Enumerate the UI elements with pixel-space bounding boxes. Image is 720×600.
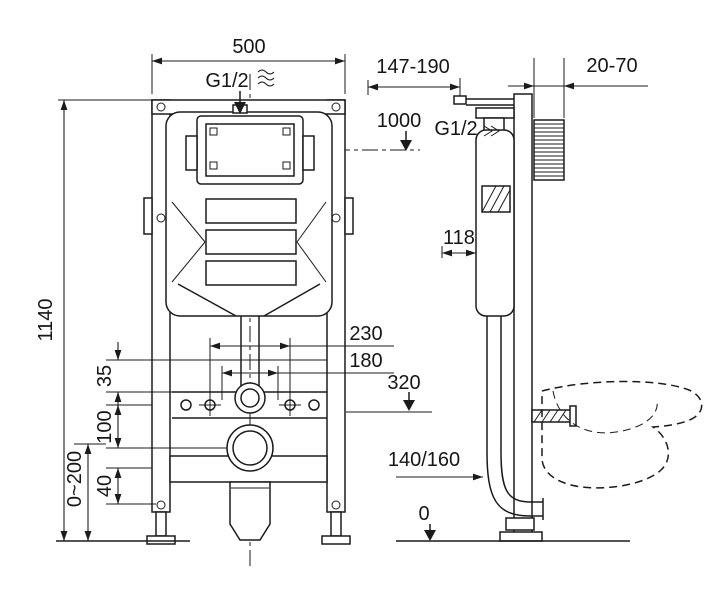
dim-label-180: 180 bbox=[349, 350, 382, 372]
dim-label-0: 0 bbox=[418, 503, 429, 525]
side-view: G1/2 bbox=[367, 55, 703, 542]
side-cistern bbox=[475, 129, 515, 317]
dim-118: 118 bbox=[441, 227, 476, 258]
dim-label-500: 500 bbox=[232, 36, 265, 58]
dim-width-500: 500 bbox=[151, 36, 346, 94]
height-arrow-icon bbox=[403, 400, 415, 411]
flush-plate bbox=[185, 104, 315, 185]
dim-label-118: 118 bbox=[443, 227, 475, 249]
dim-label-320: 320 bbox=[387, 372, 420, 394]
cistern-slots bbox=[205, 198, 297, 286]
hot-water-icon bbox=[257, 69, 275, 87]
dim-depth-range: 147-190 bbox=[367, 56, 460, 95]
inlet-label-front-text: G1/2 bbox=[205, 70, 248, 92]
drain-assembly bbox=[169, 316, 328, 541]
dim-outlet-height-320: 320 bbox=[346, 372, 432, 413]
dim-40: 40 bbox=[94, 468, 122, 504]
front-view: 500 G1/2 1140 1000 bbox=[35, 36, 432, 566]
inlet-label-side: G1/2 bbox=[434, 118, 500, 140]
height-arrow-icon bbox=[400, 140, 412, 151]
dim-foot-range: 0~200 bbox=[64, 444, 92, 541]
outlet-bend bbox=[229, 481, 271, 541]
flow-arrow-icon bbox=[483, 125, 500, 137]
dim-label-140-160: 140/160 bbox=[388, 449, 460, 471]
dim-outlet-pipe: 140/160 bbox=[388, 449, 483, 481]
side-foot bbox=[505, 517, 535, 531]
dim-label-40: 40 bbox=[94, 475, 116, 497]
inlet-arrow-icon bbox=[234, 91, 246, 114]
inlet-label-side-text: G1/2 bbox=[434, 118, 477, 140]
front-foot-right bbox=[330, 511, 342, 537]
dim-label-147-190: 147-190 bbox=[376, 56, 449, 78]
wall-rail bbox=[533, 119, 565, 181]
dim-floor-level: 0 bbox=[396, 503, 630, 542]
flush-pipe-elbow bbox=[486, 316, 544, 520]
dim-100: 100 bbox=[94, 405, 122, 448]
fixing-stud bbox=[531, 405, 577, 427]
dim-plate-height-1000: 1000 bbox=[377, 110, 422, 151]
dim-label-foot-range: 0~200 bbox=[64, 451, 86, 507]
dim-height-1140: 1140 bbox=[35, 99, 152, 541]
dim-label-20-70: 20-70 bbox=[586, 55, 637, 77]
inlet-label-front: G1/2 bbox=[205, 69, 275, 114]
toilet-bowl-outline bbox=[541, 380, 703, 489]
dim-fixing-span-180: 180 bbox=[221, 350, 394, 400]
dim-35: 35 bbox=[94, 342, 122, 410]
dim-fixing-span-230: 230 bbox=[209, 323, 394, 400]
dim-label-1140: 1140 bbox=[35, 298, 57, 341]
front-foot-left bbox=[155, 511, 167, 537]
dim-wall-offset: 20-70 bbox=[508, 55, 648, 118]
floor-arrow-icon bbox=[424, 530, 436, 541]
side-frame bbox=[499, 93, 543, 542]
dim-label-230: 230 bbox=[349, 323, 382, 345]
dim-label-100: 100 bbox=[94, 410, 116, 443]
dim-label-1000: 1000 bbox=[377, 110, 422, 132]
dim-label-35: 35 bbox=[94, 365, 116, 387]
